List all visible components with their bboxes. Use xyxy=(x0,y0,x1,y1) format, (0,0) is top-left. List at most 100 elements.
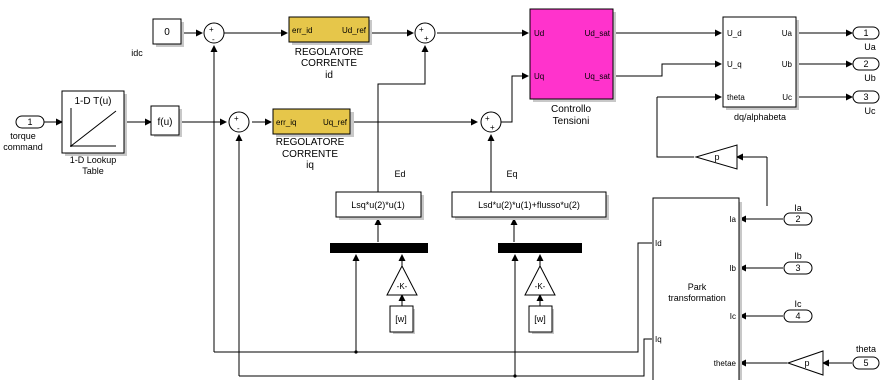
inport-label-ic: Ic xyxy=(794,299,802,309)
sum-block-uq[interactable]: + + xyxy=(480,111,502,133)
constant-block[interactable]: 0 idc xyxy=(131,18,184,58)
inport-ib[interactable]: Ib 3 xyxy=(783,251,813,275)
reg-q-label-1: REGOLATORE xyxy=(276,137,345,148)
svg-text:-: - xyxy=(212,35,215,44)
from-w-left[interactable]: [w] xyxy=(389,305,415,334)
sum-block-d[interactable]: + - xyxy=(203,22,225,44)
svg-text:+: + xyxy=(485,114,490,123)
svg-text:2: 2 xyxy=(863,59,868,69)
lookup-label-1: 1-D Lookup xyxy=(70,155,117,165)
inport-label-ib: Ib xyxy=(794,251,802,261)
signal-lines xyxy=(44,29,853,378)
controllo-tensioni-block[interactable]: Ud Uq Ud_sat Uq_sat Controllo Tensioni xyxy=(529,8,616,127)
svg-text:5: 5 xyxy=(863,358,868,368)
fcn-ed-label: Ed xyxy=(394,169,405,179)
park-port-ic: Ic xyxy=(730,312,736,321)
dq-port-ub: Ub xyxy=(782,60,793,69)
lookup-label-2: Table xyxy=(82,166,104,176)
reg-d-output-port: Ud_ref xyxy=(342,26,367,35)
park-transformation-block[interactable]: Id Iq Ia Ib Ic thetae Park transformatio… xyxy=(652,197,742,380)
controllo-label-1: Controllo xyxy=(551,104,591,115)
fcn-ed-block[interactable]: Ed Lsq*u(2)*u(1) xyxy=(335,169,424,220)
controllo-port-uq-sat: Uq_sat xyxy=(585,72,611,81)
inport-ia[interactable]: Ia 2 xyxy=(783,203,813,226)
svg-text:0: 0 xyxy=(164,27,170,38)
reg-d-label-3: id xyxy=(325,70,333,81)
lookup-table-block[interactable]: 1-D T(u) 1-D Lookup Table xyxy=(61,90,127,176)
dq-alphabeta-block[interactable]: U_d U_q theta Ua Ub Uc dq/alphabeta xyxy=(722,16,799,122)
lookup-title: 1-D T(u) xyxy=(74,96,111,107)
svg-text:1: 1 xyxy=(863,28,868,38)
svg-text:[w]: [w] xyxy=(534,314,546,324)
regulator-id-block[interactable]: err_id Ud_ref REGOLATORE CORRENTE id xyxy=(288,16,372,81)
gain-p-top[interactable]: p xyxy=(694,144,738,170)
outport-ub[interactable]: 2 Ub xyxy=(852,57,880,83)
svg-text:-: - xyxy=(237,124,240,133)
svg-text:p: p xyxy=(804,358,809,368)
svg-text:+: + xyxy=(424,34,429,43)
svg-text:+: + xyxy=(209,25,214,34)
reg-d-label-2: CORRENTE xyxy=(301,58,357,69)
reg-q-input-port: err_iq xyxy=(276,118,296,127)
svg-text:+: + xyxy=(234,114,239,123)
svg-text:-K-: -K- xyxy=(397,282,408,291)
outport-label-ub: Ub xyxy=(864,73,876,83)
svg-text:+: + xyxy=(490,123,495,132)
controllo-port-ud-sat: Ud_sat xyxy=(585,29,611,38)
park-label-2: transformation xyxy=(668,293,726,303)
inport-ic[interactable]: Ic 4 xyxy=(783,299,813,323)
lookup-plot-icon xyxy=(70,108,117,147)
gain-p-bottom[interactable]: p xyxy=(786,350,824,376)
svg-text:1: 1 xyxy=(27,117,32,127)
outport-uc[interactable]: 3 Uc xyxy=(852,90,880,116)
gain-k-left[interactable]: -K- xyxy=(386,264,418,296)
sum-block-q[interactable]: + - xyxy=(228,111,250,133)
gain-k-right[interactable]: -K- xyxy=(524,264,556,296)
svg-text:Lsd*u(2)*u(1)+flusso*u(2): Lsd*u(2)*u(1)+flusso*u(2) xyxy=(478,200,580,210)
inport-label-torque: torque xyxy=(10,131,36,141)
regulator-iq-block[interactable]: err_iq Uq_ref REGOLATORE CORRENTE iq xyxy=(272,108,354,171)
svg-text:p: p xyxy=(714,152,719,162)
reg-q-output-port: Uq_ref xyxy=(323,118,348,127)
inport-label-command: command xyxy=(3,142,43,152)
controllo-port-uq: Uq xyxy=(534,72,544,81)
reg-q-label-2: CORRENTE xyxy=(282,149,338,160)
from-w-right[interactable]: [w] xyxy=(528,305,554,334)
park-port-iq: Iq xyxy=(655,335,662,344)
dq-port-uq: U_q xyxy=(727,60,742,69)
svg-text:3: 3 xyxy=(863,92,868,102)
sum-block-ud[interactable]: + + xyxy=(414,22,436,44)
dq-port-ud: U_d xyxy=(727,29,742,38)
svg-text:Lsq*u(2)*u(1): Lsq*u(2)*u(1) xyxy=(351,200,405,210)
fcn-eq-block[interactable]: Eq Lsd*u(2)*u(1)+flusso*u(2) xyxy=(451,169,609,220)
svg-text:[w]: [w] xyxy=(395,314,407,324)
park-port-id: Id xyxy=(655,239,662,248)
outport-label-uc: Uc xyxy=(865,106,876,116)
mux-bar-right[interactable] xyxy=(498,243,582,253)
park-port-ia: Ia xyxy=(729,215,736,224)
controllo-label-2: Tensioni xyxy=(553,116,590,127)
inport-label-ia: Ia xyxy=(794,203,802,213)
dq-port-ua: Ua xyxy=(782,29,793,38)
svg-text:-K-: -K- xyxy=(535,282,546,291)
outport-ua[interactable]: 1 Ua xyxy=(852,26,880,52)
svg-text:+: + xyxy=(419,25,424,34)
reg-d-label-1: REGOLATORE xyxy=(295,47,364,58)
svg-text:4: 4 xyxy=(795,311,800,321)
reg-d-input-port: err_id xyxy=(292,26,312,35)
svg-text:f(u): f(u) xyxy=(158,117,173,128)
reg-q-label-3: iq xyxy=(306,160,314,171)
inport-label-theta: theta xyxy=(856,344,876,354)
dq-port-theta: theta xyxy=(727,93,745,102)
constant-label: idc xyxy=(131,48,143,58)
dq-port-uc: Uc xyxy=(782,93,792,102)
park-label-1: Park xyxy=(688,282,707,292)
park-port-thetae: thetae xyxy=(714,359,737,368)
mux-bar-left[interactable] xyxy=(330,243,428,253)
fcn-block[interactable]: f(u) xyxy=(150,105,182,137)
svg-text:3: 3 xyxy=(795,263,800,273)
inport-theta[interactable]: theta 5 xyxy=(852,344,880,370)
inport-torque-command[interactable]: 1 torque command xyxy=(3,115,45,152)
outport-label-ua: Ua xyxy=(864,42,876,52)
controllo-port-ud: Ud xyxy=(534,29,544,38)
